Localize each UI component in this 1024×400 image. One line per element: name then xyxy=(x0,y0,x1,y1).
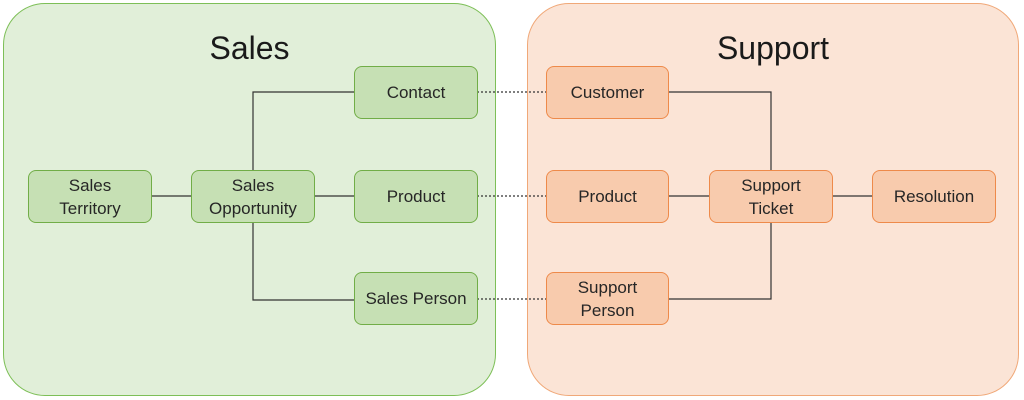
link-opportunity-contact xyxy=(252,91,355,170)
link-customer-ticket xyxy=(668,91,772,170)
node-sales-opportunity: Sales Opportunity xyxy=(191,170,315,223)
support-context-title: Support xyxy=(716,30,830,66)
link-supportperson-ticket xyxy=(668,222,772,300)
node-resolution: Resolution xyxy=(872,170,996,223)
node-support-ticket: Support Ticket xyxy=(709,170,833,223)
sales-context-title: Sales xyxy=(209,30,290,66)
node-support-person: Support Person xyxy=(546,272,669,325)
link-opportunity-salesperson xyxy=(252,222,355,301)
node-contact: Contact xyxy=(354,66,478,119)
node-sales-product: Product xyxy=(354,170,478,223)
node-sales-person: Sales Person xyxy=(354,272,478,325)
node-support-product: Product xyxy=(546,170,669,223)
node-customer: Customer xyxy=(546,66,669,119)
node-sales-territory: Sales Territory xyxy=(28,170,152,223)
